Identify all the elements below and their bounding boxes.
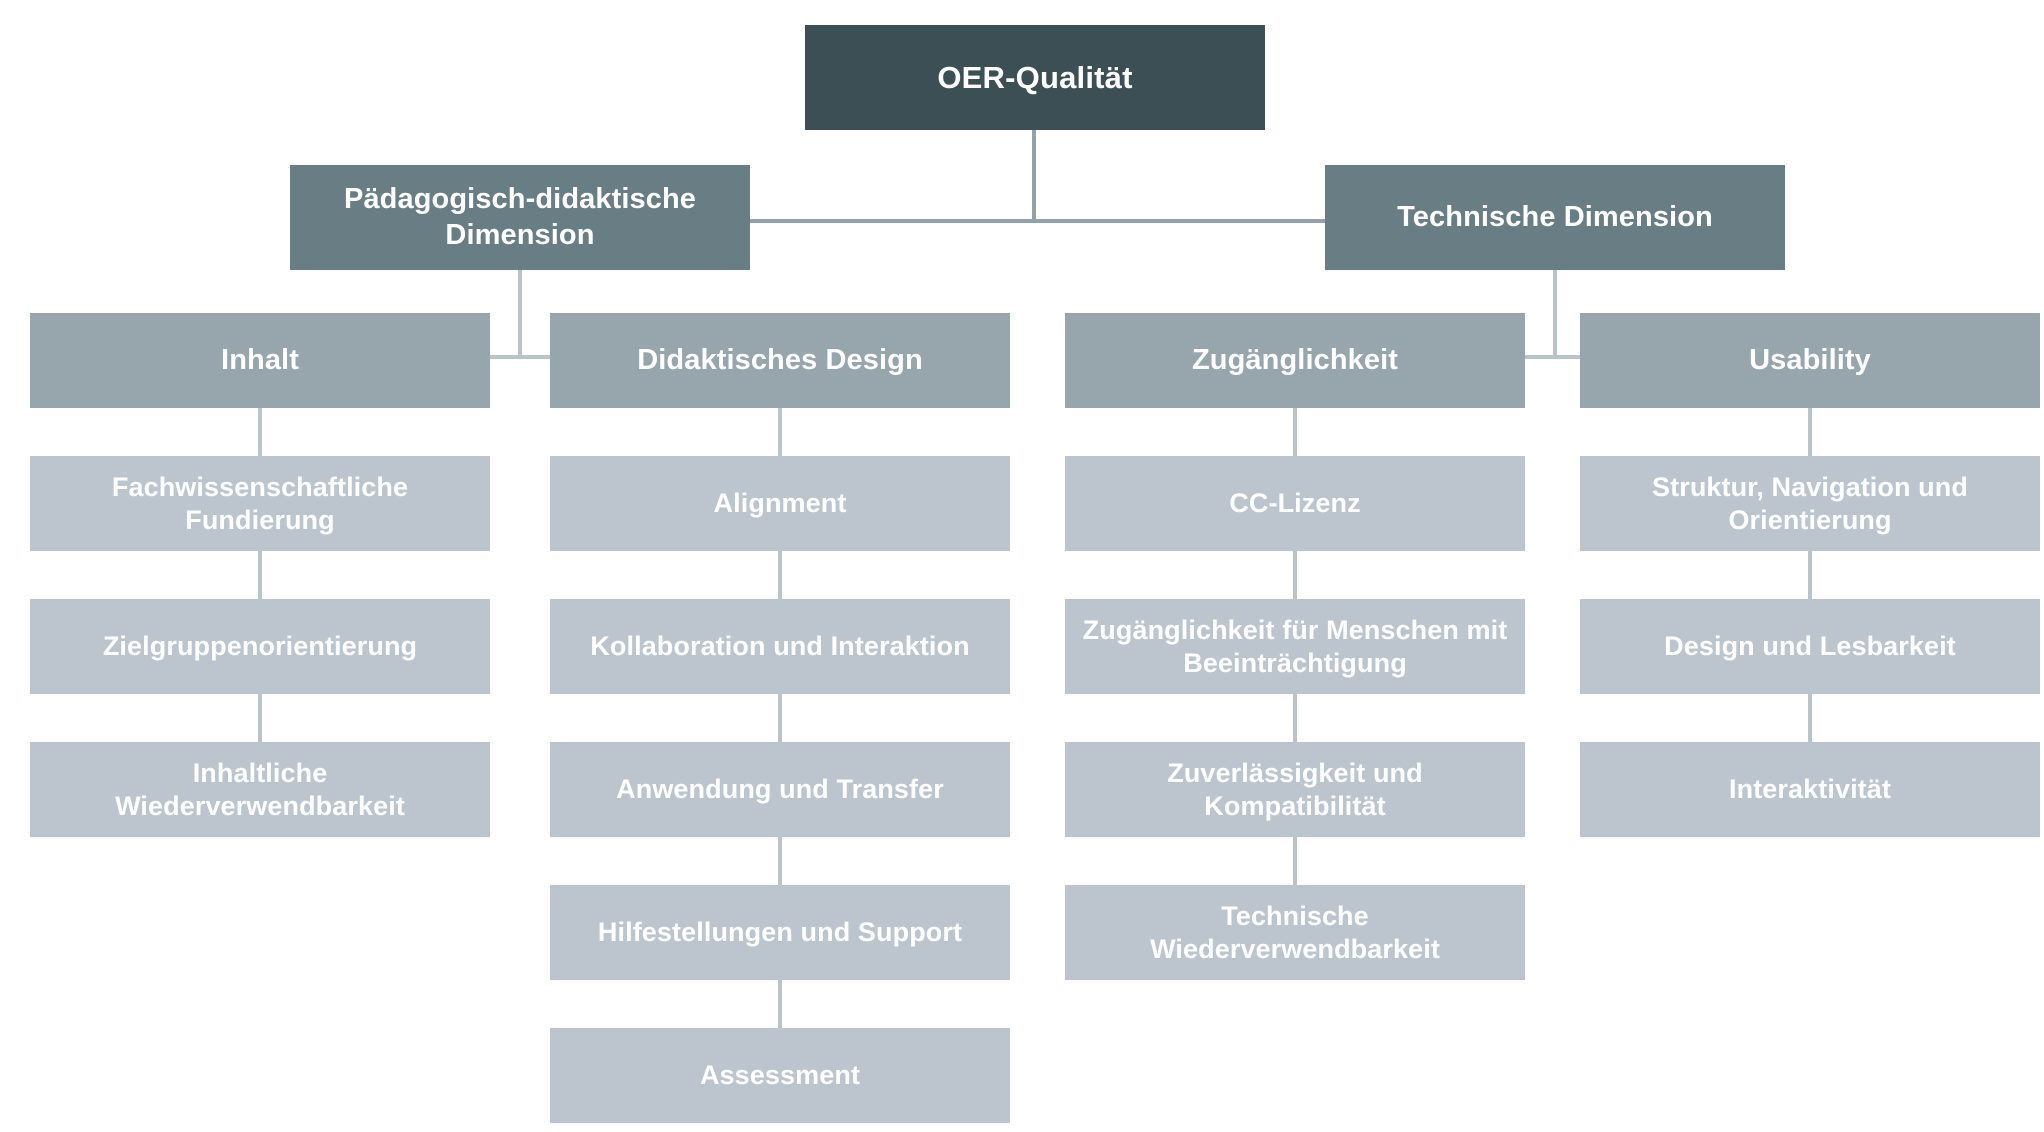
node-label: Struktur, Navigation und Orientierung [1652,471,1968,535]
connector-col2-seg3 [778,694,782,742]
node-criterion-kollaboration-und-interaktion[interactable]: Kollaboration und Interaktion [550,599,1010,694]
connector-col2-seg2 [778,551,782,599]
node-criterion-interaktivitaet[interactable]: Interaktivität [1580,742,2040,837]
node-criterion-struktur-navigation-und-orientierung[interactable]: Struktur, Navigation und Orientierung [1580,456,2040,551]
node-label: Kollaboration und Interaktion [590,631,970,662]
node-label: Usability [1749,343,1871,376]
node-criterion-zuverlaessigkeit-und-kompatibilitaet[interactable]: Zuverlässigkeit und Kompatibilität [1065,742,1525,837]
connector-dim-left-bridge [488,355,552,359]
connector-col1-seg1 [258,408,262,456]
node-category-zugaenglichkeit[interactable]: Zugänglichkeit [1065,313,1525,408]
node-category-didaktisches-design[interactable]: Didaktisches Design [550,313,1010,408]
node-category-inhalt[interactable]: Inhalt [30,313,490,408]
node-dimension-paedagogisch-didaktisch[interactable]: Pädagogisch-didaktische Dimension [290,165,750,270]
connector-col1-seg3 [258,694,262,742]
node-dimension-technisch[interactable]: Technische Dimension [1325,165,1785,270]
node-label: Pädagogisch-didaktische Dimension [344,183,696,251]
node-label: Didaktisches Design [637,343,923,376]
connector-col1-seg2 [258,551,262,599]
connector-dim-left-stem [518,270,522,357]
connector-dim-right-stem [1553,270,1557,357]
node-label: CC-Lizenz [1229,488,1361,519]
connector-dim-right-bridge [1523,355,1587,359]
node-criterion-technische-wiederverwendbarkeit[interactable]: Technische Wiederverwendbarkeit [1065,885,1525,980]
node-label: Alignment [713,488,847,519]
connector-col2-seg5 [778,980,782,1028]
node-label: Inhaltliche Wiederverwendbarkeit [115,757,405,821]
node-label: Technische Dimension [1397,200,1713,233]
node-label: Inhalt [221,343,299,376]
node-label: Zugänglichkeit [1191,343,1399,376]
connector-col4-seg2 [1808,551,1812,599]
node-label: Assessment [699,1060,861,1091]
node-criterion-hilfestellungen-und-support[interactable]: Hilfestellungen und Support [550,885,1010,980]
connector-root-stem [1032,130,1036,220]
node-criterion-inhaltliche-wiederverwendbarkeit[interactable]: Inhaltliche Wiederverwendbarkeit [30,742,490,837]
node-category-usability[interactable]: Usability [1580,313,2040,408]
node-label: Hilfestellungen und Support [597,917,963,948]
node-label: OER-Qualität [937,59,1133,95]
connector-col2-seg4 [778,837,782,885]
node-criterion-zugaenglichkeit-fuer-menschen-mit-beeintraechtigung[interactable]: Zugänglichkeit für Menschen mit Beeinträ… [1065,599,1525,694]
node-criterion-anwendung-und-transfer[interactable]: Anwendung und Transfer [550,742,1010,837]
connector-col4-seg3 [1808,694,1812,742]
connector-col3-seg2 [1293,551,1297,599]
connector-dimension-bus [748,219,1328,223]
node-criterion-assessment[interactable]: Assessment [550,1028,1010,1123]
connector-col2-seg1 [778,408,782,456]
node-criterion-fachwissenschaftliche-fundierung[interactable]: Fachwissenschaftliche Fundierung [30,456,490,551]
node-label: Design und Lesbarkeit [1664,631,1956,662]
node-criterion-alignment[interactable]: Alignment [550,456,1010,551]
node-label: Zugänglichkeit für Menschen mit Beeinträ… [1082,614,1508,678]
node-label: Anwendung und Transfer [616,774,944,805]
node-criterion-cc-lizenz[interactable]: CC-Lizenz [1065,456,1525,551]
connector-col3-seg1 [1293,408,1297,456]
connector-col4-seg1 [1808,408,1812,456]
node-label: Zielgruppenorientierung [102,631,418,662]
node-root-oer-qualitaet[interactable]: OER-Qualität [805,25,1265,130]
node-label: Zuverlässigkeit und Kompatibilität [1167,757,1423,821]
node-criterion-design-und-lesbarkeit[interactable]: Design und Lesbarkeit [1580,599,2040,694]
node-label: Interaktivität [1729,774,1891,805]
node-label: Technische Wiederverwendbarkeit [1150,900,1440,964]
node-criterion-zielgruppenorientierung[interactable]: Zielgruppenorientierung [30,599,490,694]
node-label: Fachwissenschaftliche Fundierung [111,471,409,535]
connector-col3-seg3 [1293,694,1297,742]
connector-col3-seg4 [1293,837,1297,885]
